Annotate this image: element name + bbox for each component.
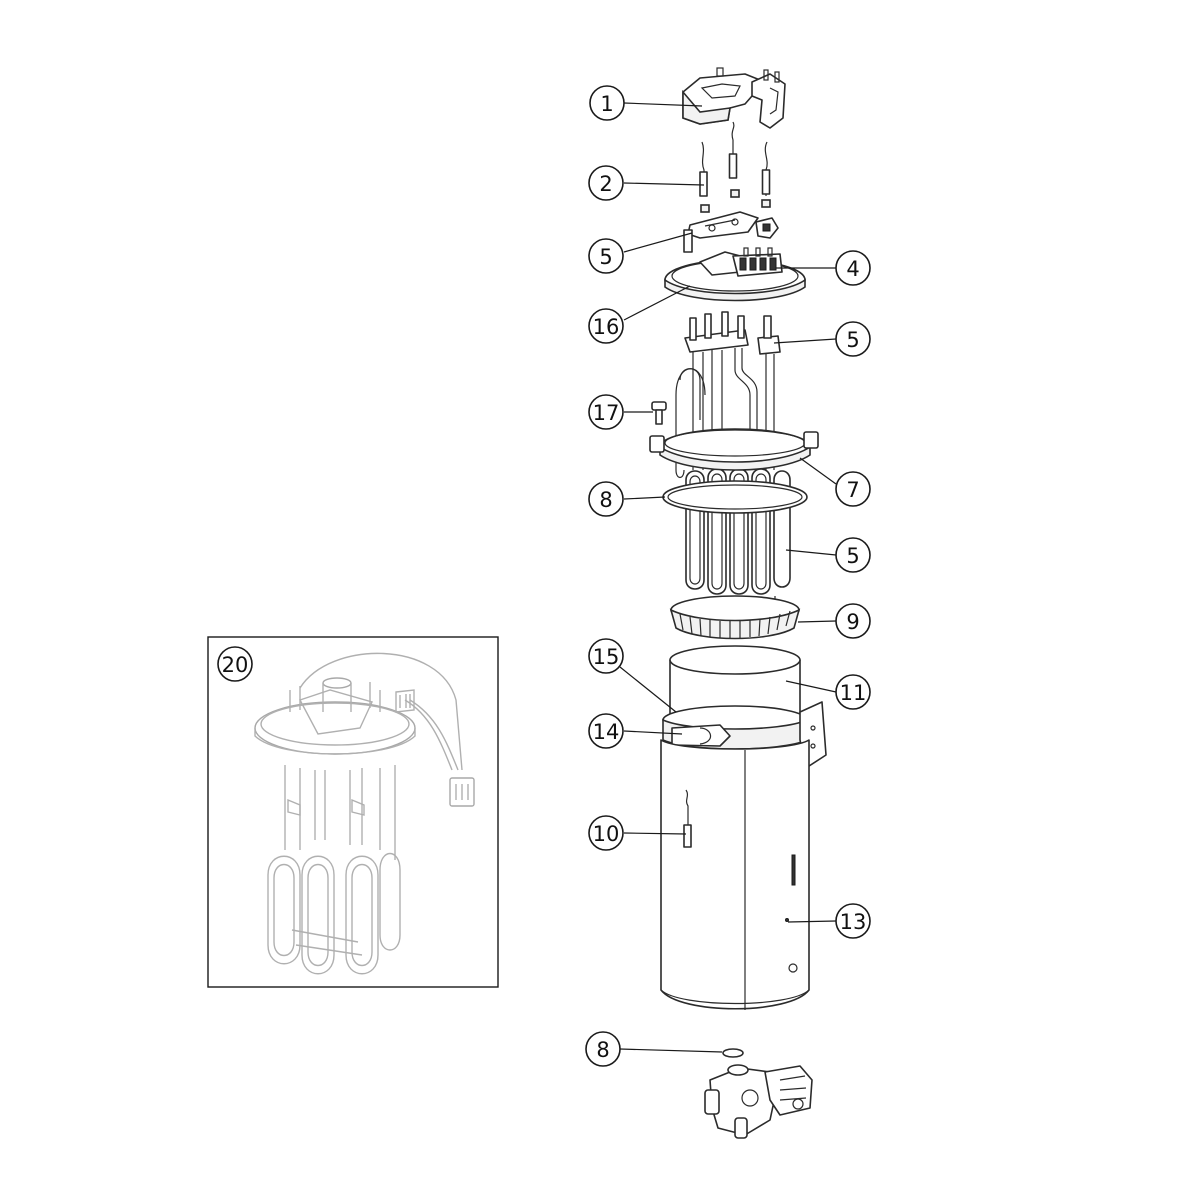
leader-lines <box>619 102 837 1053</box>
callout-number: 4 <box>846 257 859 281</box>
part-gasket-upper <box>662 480 808 514</box>
callout-c17: 17 <box>588 394 624 430</box>
callout-number: 20 <box>222 653 249 677</box>
callout-c7: 7 <box>835 471 871 507</box>
callout-c15: 15 <box>588 638 624 674</box>
callout-circle <box>835 903 871 939</box>
callout-number: 5 <box>846 328 859 352</box>
callout-circle <box>835 471 871 507</box>
part-tank-sensor <box>683 789 692 848</box>
callout-number: 8 <box>599 488 612 512</box>
callout-circle <box>835 603 871 639</box>
part-filter-basket <box>669 595 801 640</box>
part-flange <box>664 247 806 302</box>
callout-number: 8 <box>596 1038 609 1062</box>
callout-circle <box>835 537 871 573</box>
callout-number: 7 <box>846 478 859 502</box>
callout-number: 13 <box>840 910 867 934</box>
callout-circle <box>588 238 624 274</box>
callout-number: 11 <box>840 681 867 705</box>
callout-c2: 2 <box>588 165 624 201</box>
callout-number: 2 <box>599 172 612 196</box>
callout-circle <box>588 308 624 344</box>
callout-c10: 10 <box>588 815 624 851</box>
callout-number: 16 <box>593 315 620 339</box>
part-tank-body <box>660 739 810 1010</box>
callout-number: 14 <box>593 720 620 744</box>
callout-c16: 16 <box>588 308 624 344</box>
callout-number: 5 <box>599 245 612 269</box>
callout-circle <box>588 394 624 430</box>
callout-c1: 1 <box>589 85 625 121</box>
callout-number: 10 <box>593 822 620 846</box>
callout-number: 1 <box>600 92 613 116</box>
callout-c14: 14 <box>588 713 624 749</box>
part-top-cover <box>682 67 786 129</box>
callout-c11: 11 <box>835 674 871 710</box>
callout-circle <box>588 815 624 851</box>
callout-c5b: 5 <box>835 321 871 357</box>
callout-c5c: 5 <box>835 537 871 573</box>
callout-circle <box>217 646 253 682</box>
callout-c13: 13 <box>835 903 871 939</box>
part-clamp-ring <box>649 428 819 471</box>
callout-circle <box>835 674 871 710</box>
callout-c4: 4 <box>835 250 871 286</box>
part-screw <box>651 401 667 425</box>
part-clamp-plate-upper <box>683 211 779 253</box>
callout-labels: 1 2 5 4 16 5 17 7 8 5 9 15 11 14 10 13 8 20 <box>217 85 871 1067</box>
callout-c5a: 5 <box>588 238 624 274</box>
inset-assembly-view <box>207 636 499 988</box>
callout-circle <box>585 1031 621 1067</box>
part-drain-valve <box>704 1064 813 1139</box>
callout-circle <box>835 250 871 286</box>
callout-number: 15 <box>593 645 620 669</box>
callout-circle <box>588 165 624 201</box>
part-tank-rim <box>662 701 827 769</box>
callout-c8b: 8 <box>585 1031 621 1067</box>
callout-circle <box>588 481 624 517</box>
callout-c20: 20 <box>217 646 253 682</box>
callout-circle <box>588 713 624 749</box>
callout-circle <box>589 85 625 121</box>
callout-c8a: 8 <box>588 481 624 517</box>
callout-number: 5 <box>846 544 859 568</box>
part-gasket-lower <box>722 1048 744 1058</box>
callout-c9: 9 <box>835 603 871 639</box>
callout-circle <box>588 638 624 674</box>
part-temperature-sensors <box>699 121 771 213</box>
part-element-terminals <box>684 311 781 355</box>
callout-number: 9 <box>846 610 859 634</box>
callout-number: 17 <box>593 401 620 425</box>
callout-circle <box>835 321 871 357</box>
